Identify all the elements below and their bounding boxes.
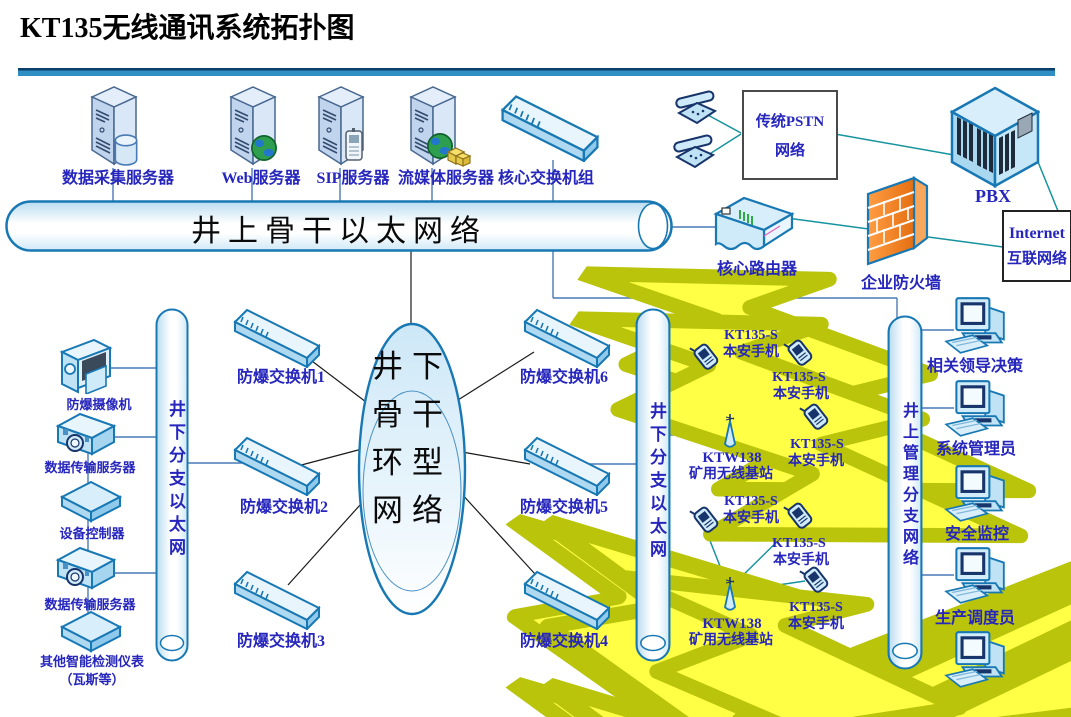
desk-phone-icon [673, 90, 717, 128]
header-divider-bar [18, 68, 1055, 76]
base-station-name: KTW138 [702, 616, 762, 632]
handset-label: KT135-S [789, 600, 843, 615]
internet-label-line1: Internet [1009, 224, 1065, 242]
handset-label: 本安手机 [773, 387, 829, 402]
sip-server-icon [310, 84, 374, 168]
ex-switch1-icon [231, 306, 323, 368]
data-transfer-server-icon [50, 544, 120, 594]
base-station-name: KTW138 [702, 450, 762, 466]
workstation-icon [944, 296, 1010, 356]
handset-label: 本安手机 [788, 617, 844, 632]
handset-label: 本安手机 [773, 553, 829, 568]
ring-label-row: 井下 [372, 349, 452, 384]
workstation-label: 相关领导决策 [926, 358, 1024, 375]
pbx-label: PBX [975, 186, 1011, 206]
branch-left-label: 井下分支以太网 [166, 400, 185, 561]
pstn-network-box: 传统PSTN 网络 [742, 90, 838, 180]
surface-backbone-cylinder [5, 200, 673, 252]
ex-switch3-label: 防爆交换机3 [236, 633, 326, 650]
core-switch-label: 核心交换机组 [497, 170, 595, 187]
handset-label: KT135-S [724, 494, 778, 509]
ex-switch3-icon [231, 568, 323, 630]
page-title: KT135无线通讯系统拓扑图 [20, 13, 355, 44]
desk-phone-icon [671, 134, 715, 172]
handset-icon [688, 503, 724, 535]
handset-icon [782, 336, 818, 368]
ex-switch5-icon [521, 434, 613, 496]
web-server-icon [222, 84, 286, 168]
handset-label: KT135-S [772, 536, 826, 551]
data-transfer-server-label: 数据传输服务器 [44, 460, 136, 475]
data-transfer-server-icon [50, 410, 120, 460]
ex-switch6-label: 防爆交换机6 [519, 369, 609, 386]
ex-switch6-icon [521, 306, 613, 368]
handset-label: KT135-S [790, 437, 844, 452]
server-label: 数据采集服务器 [61, 170, 175, 187]
handset-label: KT135-S [772, 370, 826, 385]
core-switch-icon [498, 92, 602, 162]
ring-label-row: 骨干 [372, 397, 452, 432]
base-station-antenna-icon [719, 577, 741, 613]
smart-instrument-sublabel: （瓦斯等） [59, 672, 125, 687]
surface-backbone-label: 井上骨干以太网络 [191, 215, 487, 248]
handset-icon [782, 499, 818, 531]
ex-switch1-label: 防爆交换机1 [236, 369, 326, 386]
handset-label: 本安手机 [788, 454, 844, 469]
workstation-icon [944, 546, 1010, 606]
ex-switch2-label: 防爆交换机2 [239, 499, 329, 516]
core-router-label: 核心路由器 [716, 261, 798, 278]
workstation-icon [944, 464, 1010, 524]
handset-label: 本安手机 [723, 511, 779, 526]
streaming-server-icon [402, 84, 471, 168]
mgmt-branch-label: 井上管理分支网络 [900, 402, 917, 570]
firewall-label: 企业防火墙 [860, 275, 942, 292]
workstation-label: 安全监控 [944, 526, 1010, 543]
ex-switch2-icon [231, 434, 323, 496]
device-controller-icon [60, 480, 122, 524]
camera-label: 防爆摄像机 [66, 397, 132, 412]
server-label: SIP服务器 [316, 170, 390, 187]
workstation-icon [944, 379, 1010, 439]
workstation-label: 生产调度员 [934, 610, 1016, 627]
ring-label-row: 网络 [372, 493, 452, 528]
smart-instrument-label: 其他智能检测仪表 [39, 654, 145, 669]
data-transfer-server-label: 数据传输服务器 [44, 597, 136, 612]
pbx-icon [950, 86, 1040, 190]
device-controller-label: 设备控制器 [59, 526, 125, 541]
ex-switch5-label: 防爆交换机5 [519, 499, 609, 516]
base-station-desc: 矿用无线基站 [689, 633, 773, 648]
underground-ring-ellipse [356, 321, 468, 619]
internet-box: Internet 互联网络 [1002, 210, 1071, 282]
handset-label: 本安手机 [723, 345, 779, 360]
base-station-desc: 矿用无线基站 [689, 467, 773, 482]
ex-switch4-icon [521, 568, 613, 630]
explosion-proof-camera-icon [58, 336, 114, 394]
handset-icon [798, 400, 834, 432]
ring-label-row: 环型 [372, 445, 452, 480]
branch-right-label: 井下分支以太网 [647, 402, 666, 563]
workstation-icon [944, 630, 1010, 690]
server-label: 流媒体服务器 [397, 170, 495, 187]
server-label: Web服务器 [221, 170, 301, 187]
ex-switch4-label: 防爆交换机4 [519, 633, 609, 650]
database-server-icon [83, 84, 147, 168]
handset-icon [688, 340, 724, 372]
workstation-label: 系统管理员 [935, 441, 1017, 458]
base-station-antenna-icon [719, 414, 741, 450]
pstn-label-line1: 传统PSTN [755, 114, 825, 130]
firewall-icon [864, 174, 932, 268]
internet-label-line2: 互联网络 [1006, 250, 1067, 267]
core-router-icon [710, 194, 798, 260]
pstn-label-line2: 网络 [774, 143, 805, 159]
smart-instrument-icon [60, 610, 122, 654]
handset-label: KT135-S [724, 328, 778, 343]
